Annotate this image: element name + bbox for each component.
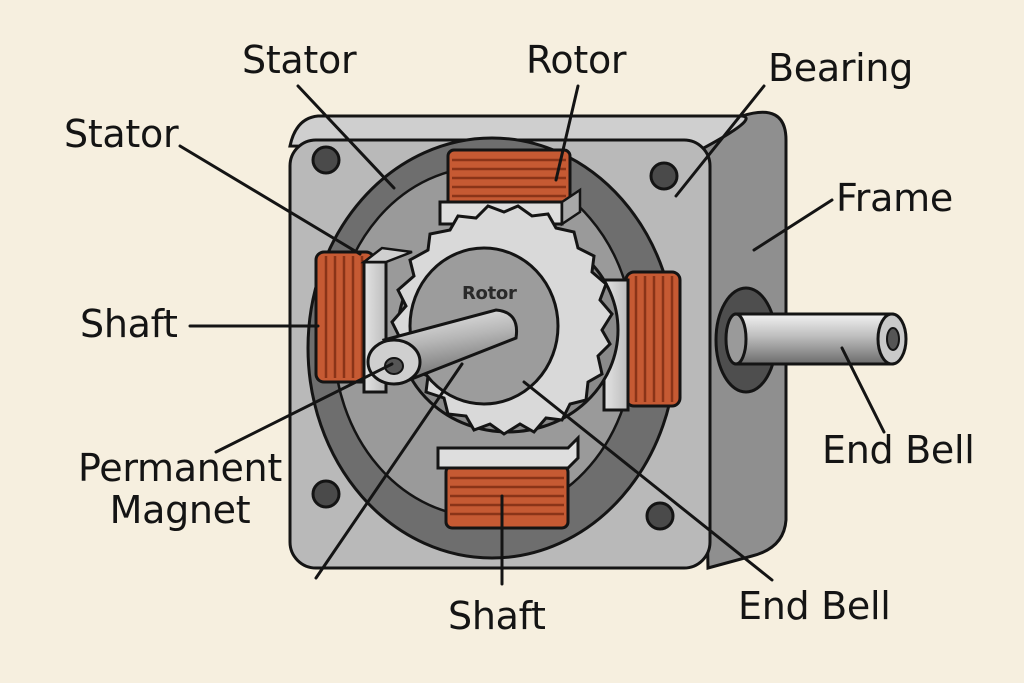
label-stator-top: Stator [242,38,357,82]
label-shaft-bottom: Shaft [448,594,546,638]
pole-bottom [436,434,580,470]
leader-rotor-shaft [314,362,464,580]
leader-end-bell-right [840,346,886,434]
front-shaft [366,308,519,386]
coil-right [602,270,682,412]
leader-frame [752,198,834,252]
label-rotor-top: Rotor [526,38,627,82]
leader-rotor-top [554,84,580,182]
label-frame: Frame [836,176,953,220]
leader-bearing [674,84,766,198]
leader-stator-top [296,84,396,190]
label-permanent-magnet: Permanent Magnet [78,446,282,532]
label-rotor-center: Rotor [462,283,517,304]
label-end-bell-bottom: End Bell [738,584,891,628]
rear-shaft [724,312,908,366]
label-permanent-magnet-line1: Permanent [78,446,282,490]
label-bearing: Bearing [768,46,914,90]
leader-permanent-magnet [214,362,394,454]
leader-lines [178,84,886,586]
coil-bottom [436,434,580,530]
mount-hole-tr [649,161,679,191]
label-stator-left: Stator [64,112,179,156]
label-shaft-left: Shaft [80,302,178,346]
mount-hole-br [645,501,675,531]
label-permanent-magnet-line2: Magnet [109,487,251,532]
label-end-bell-right: End Bell [822,428,975,472]
leader-stator-left [178,144,362,256]
mount-hole-bl [311,479,341,509]
leader-end-bell-bottom [522,380,774,582]
mount-hole-tl [311,145,341,175]
